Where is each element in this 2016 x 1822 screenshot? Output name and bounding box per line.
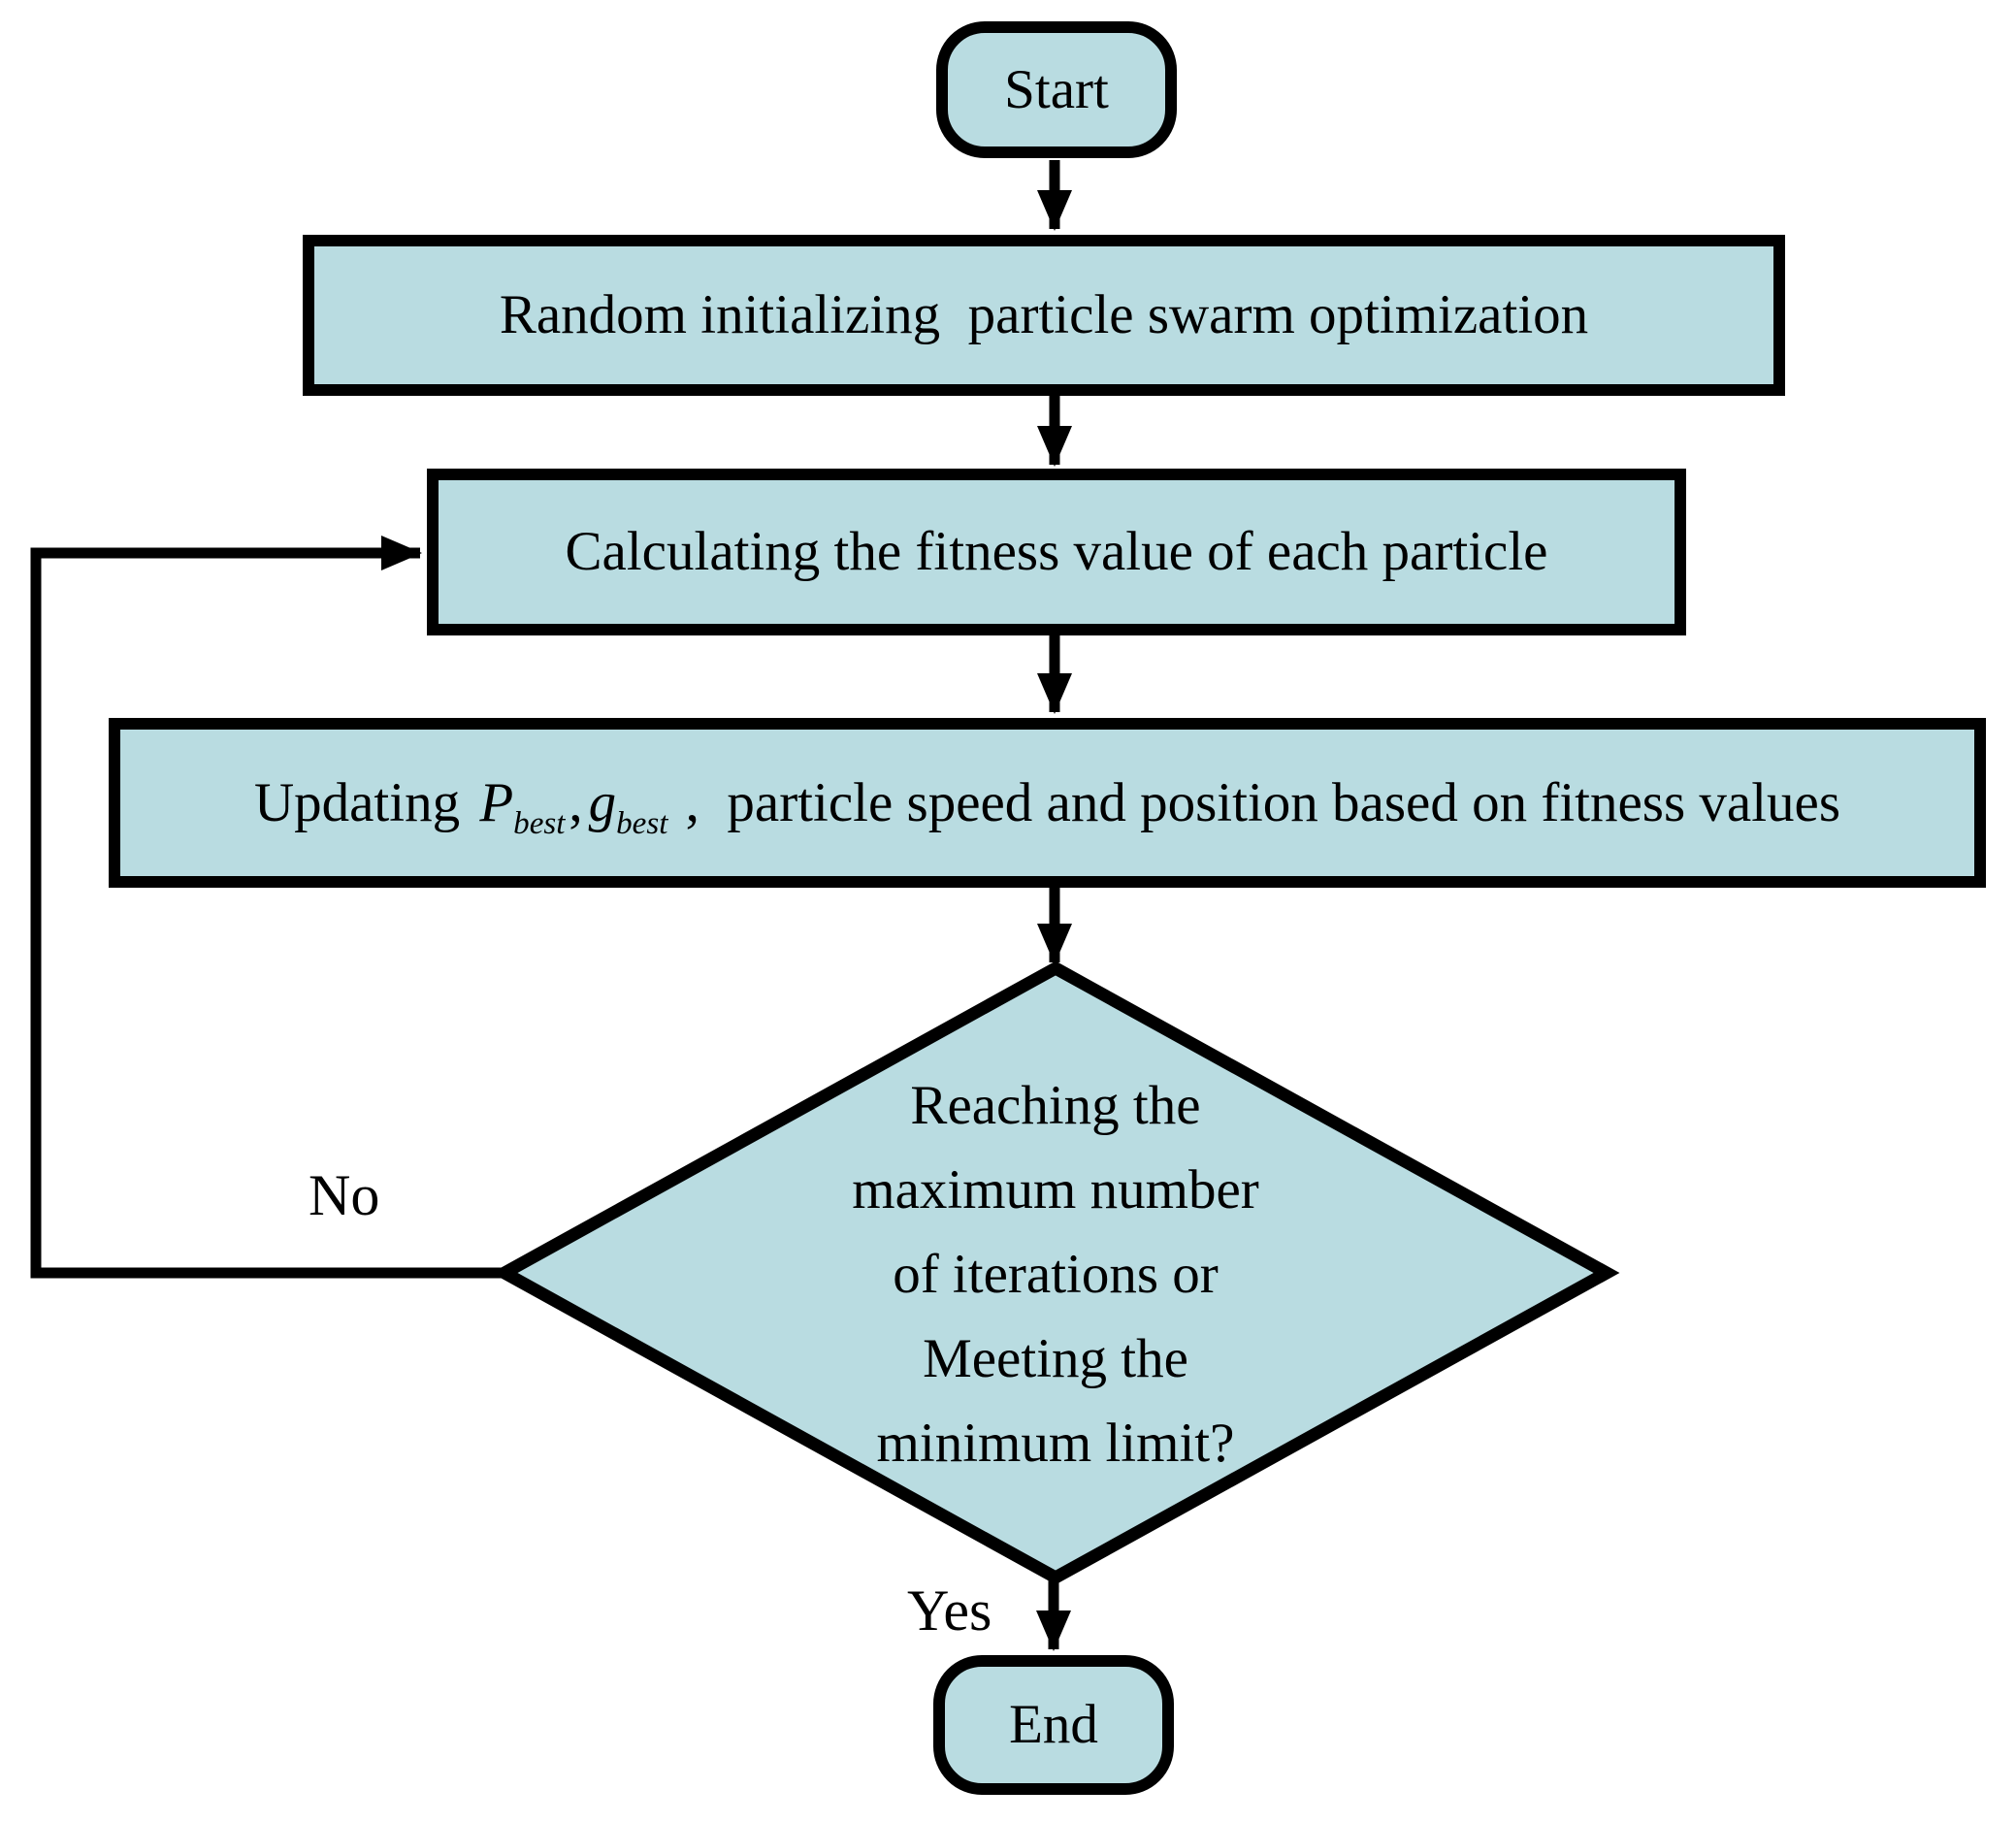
- pbest-symbol: P: [479, 771, 514, 833]
- gbest-symbol: g: [588, 771, 617, 833]
- comma-mid: ,: [671, 771, 728, 833]
- decision-line-2: maximum number: [852, 1159, 1259, 1220]
- process-update-label: Updating Pbest,gbest , particle speed an…: [253, 768, 1841, 840]
- process-random-init-label: Random initializing particle swarm optim…: [499, 284, 1589, 346]
- start-label: Start: [1004, 58, 1109, 120]
- process-random-init: Random initializing particle swarm optim…: [303, 235, 1785, 396]
- decision-line-3: of iterations or: [893, 1244, 1219, 1305]
- process-calc-fitness-label: Calculating the fitness value of each pa…: [565, 521, 1548, 583]
- process-calc-fitness: Calculating the fitness value of each pa…: [427, 469, 1686, 635]
- pbest-subscript: best: [513, 806, 566, 842]
- decision-label: Reaching the maximum number of iteration…: [716, 1063, 1395, 1485]
- update-prefix: Updating: [253, 771, 474, 833]
- update-suffix: particle speed and position based on fit…: [727, 771, 1841, 833]
- decision-line-5: minimum limit?: [876, 1413, 1235, 1474]
- decision-line-1: Reaching the: [910, 1075, 1201, 1136]
- no-edge-label: No: [309, 1163, 380, 1227]
- end-label: End: [1009, 1694, 1098, 1756]
- end-terminator: End: [933, 1655, 1174, 1795]
- decision-line-4: Meeting the: [923, 1328, 1188, 1389]
- yes-edge-label: Yes: [907, 1578, 992, 1643]
- edge-decision-no-loop: [30, 536, 504, 1279]
- process-update-pbest-gbest: Updating Pbest,gbest , particle speed an…: [109, 718, 1986, 888]
- start-terminator: Start: [936, 21, 1177, 158]
- comma-separator: ,: [569, 771, 583, 833]
- gbest-subscript: best: [616, 806, 668, 842]
